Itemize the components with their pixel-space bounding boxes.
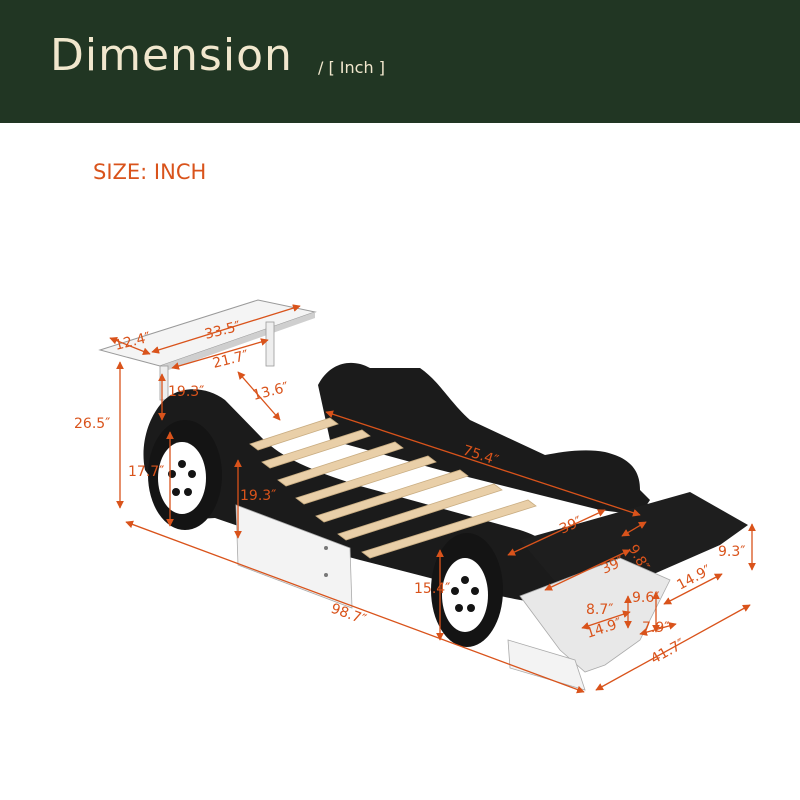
side-panel-bolt — [324, 573, 328, 577]
side-panel-bolt — [324, 546, 328, 550]
dim-total-height: 26.5″ — [74, 416, 110, 432]
dim-side-height: 19.3″ — [240, 488, 276, 504]
dim-rear-wheel: 17.7″ — [128, 464, 164, 480]
page-title: Dimension — [50, 30, 293, 81]
dim-wing-mid: 9.6″ — [632, 590, 660, 606]
rear-wheel-hub — [158, 442, 206, 514]
dim-wing-gap: 7.9″ — [642, 620, 670, 636]
dim-spoiler-post: 19.3″ — [168, 384, 204, 400]
spoiler-post-left — [159, 365, 169, 401]
spoiler-post-right — [265, 321, 275, 367]
header-banner — [0, 0, 800, 123]
dimension-lines — [109, 304, 756, 694]
unit-subtitle: / [ Inch ] — [318, 58, 385, 77]
size-label: SIZE: INCH — [93, 160, 207, 184]
dim-wing-height: 9.3″ — [718, 544, 746, 560]
dim-wing-low: 8.7″ — [586, 602, 614, 618]
dim-front-wheel: 15.4″ — [414, 581, 450, 597]
dim-total-width: 41.7″ — [648, 636, 688, 668]
dim-head-side: 13.6″ — [251, 380, 290, 404]
